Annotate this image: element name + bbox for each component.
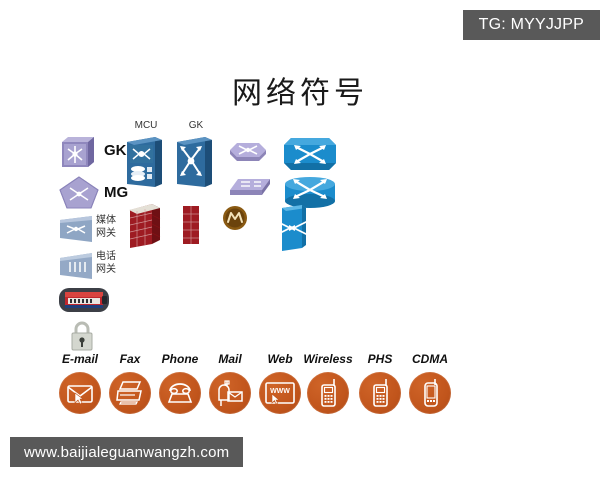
- service-icon-phone: [159, 372, 201, 414]
- service-icon-mail: [209, 372, 251, 414]
- firewall-brick-flat-icon: [183, 206, 199, 244]
- telephone-gateway-wedge-icon: [60, 253, 92, 279]
- service-icon-web: WWW: [259, 372, 301, 414]
- firewall-brick-3d-icon: [129, 204, 161, 248]
- legend-label-telephone-gateway-line2: 网关: [96, 263, 116, 275]
- page-title: 网络符号: [232, 77, 368, 110]
- service-item-web: Web WWW: [252, 352, 308, 414]
- legend-label-telephone-gateway: 电话 网关: [88, 251, 124, 276]
- service-label-mail: Mail: [218, 352, 242, 366]
- legend-label-media-gateway: 媒体 网关: [88, 215, 124, 240]
- legend-label-gk: GK: [104, 142, 127, 159]
- service-item-email: E-mail: [52, 352, 108, 414]
- gatekeeper-cube-icon: [62, 137, 94, 167]
- legend-item-mg: [58, 175, 100, 216]
- watermark-bottom-left-text: www.baijialeguanwangzh.com: [24, 443, 230, 461]
- service-label-web: Web: [267, 352, 293, 366]
- switch-cisco-blue-icon: [284, 138, 336, 170]
- service-label-fax: Fax: [119, 352, 141, 366]
- service-icon-cdma: [409, 372, 451, 414]
- mailbox-icon: [218, 380, 243, 406]
- service-item-cdma: CDMA: [402, 352, 458, 414]
- svg-text:WWW: WWW: [270, 388, 290, 395]
- legend-label-mg: MG: [104, 184, 129, 201]
- service-icon-phs: [359, 372, 401, 414]
- legend-item-gk: [58, 132, 98, 177]
- service-label-phs: PHS: [367, 352, 393, 366]
- device-gk-chassis: [174, 134, 216, 195]
- device-caption-mcu: MCU: [134, 120, 158, 131]
- service-icon-wireless: [307, 372, 349, 414]
- service-label-email: E-mail: [61, 352, 98, 366]
- service-item-mail: Mail: [202, 352, 258, 414]
- device-router-cisco-blue: [282, 176, 338, 217]
- router-cisco-blue-icon: [285, 177, 335, 208]
- mobile-phone-slim-icon: [424, 379, 438, 407]
- padlock-icon: [71, 321, 93, 351]
- gatekeeper-chassis-icon: [177, 137, 212, 187]
- mcu-chassis-icon: [127, 137, 162, 187]
- media-gateway-pentagon-icon: [59, 176, 99, 209]
- service-icon-fax: [109, 372, 151, 414]
- content-switch-blue-icon: [277, 205, 307, 251]
- mobile-phone-icon: [321, 379, 336, 407]
- device-caption-gk-chassis: GK: [188, 120, 204, 131]
- service-item-phone: Phone: [152, 352, 208, 414]
- device-content-switch: [270, 202, 314, 259]
- hub-purple-icon: [230, 143, 266, 161]
- watermark-bottom-left: www.baijialeguanwangzh.com: [10, 437, 244, 467]
- media-gateway-wedge-icon: [60, 216, 92, 242]
- service-icon-email: [59, 372, 101, 414]
- service-item-wireless: Wireless: [300, 352, 356, 414]
- device-firewall-3d: [126, 198, 166, 255]
- legend-label-media-gateway-line2: 网关: [96, 227, 116, 239]
- service-item-phs: PHS: [352, 352, 408, 414]
- legend-item-media-gateway: [58, 214, 94, 249]
- device-firewall-flat: [180, 203, 202, 252]
- device-switch-cisco-blue: [282, 134, 338, 179]
- device-multilayer-badge: [222, 205, 248, 236]
- watermark-top-right-text: TG: MYYJJPP: [478, 16, 584, 33]
- fax-machine-icon: [116, 381, 142, 405]
- legend-item-telephone-gateway: [58, 250, 94, 287]
- watermark-top-right: TG: MYYJJPP: [462, 10, 600, 40]
- legend-item-padlock: [68, 320, 96, 357]
- service-label-phone: Phone: [161, 352, 199, 366]
- legend-label-media-gateway-line1: 媒体: [96, 215, 116, 226]
- service-label-wireless: Wireless: [303, 352, 353, 366]
- legend-label-telephone-gateway-line1: 电话: [96, 251, 116, 262]
- switch-purple-icon: [230, 179, 270, 195]
- multilayer-badge-icon: [223, 206, 247, 230]
- service-label-cdma: CDMA: [412, 352, 448, 366]
- security-token-icon: [59, 288, 109, 312]
- mobile-phone-icon: [373, 379, 388, 407]
- device-switch-purple: [228, 176, 272, 207]
- device-hub-purple: [228, 140, 268, 171]
- envelope-cursor-icon: [67, 385, 93, 405]
- device-mcu: [124, 134, 166, 195]
- legend-item-security-token: [58, 285, 110, 320]
- telephone-icon: [167, 383, 193, 403]
- service-item-fax: Fax: [102, 352, 158, 414]
- browser-www-icon: WWW: [265, 382, 295, 405]
